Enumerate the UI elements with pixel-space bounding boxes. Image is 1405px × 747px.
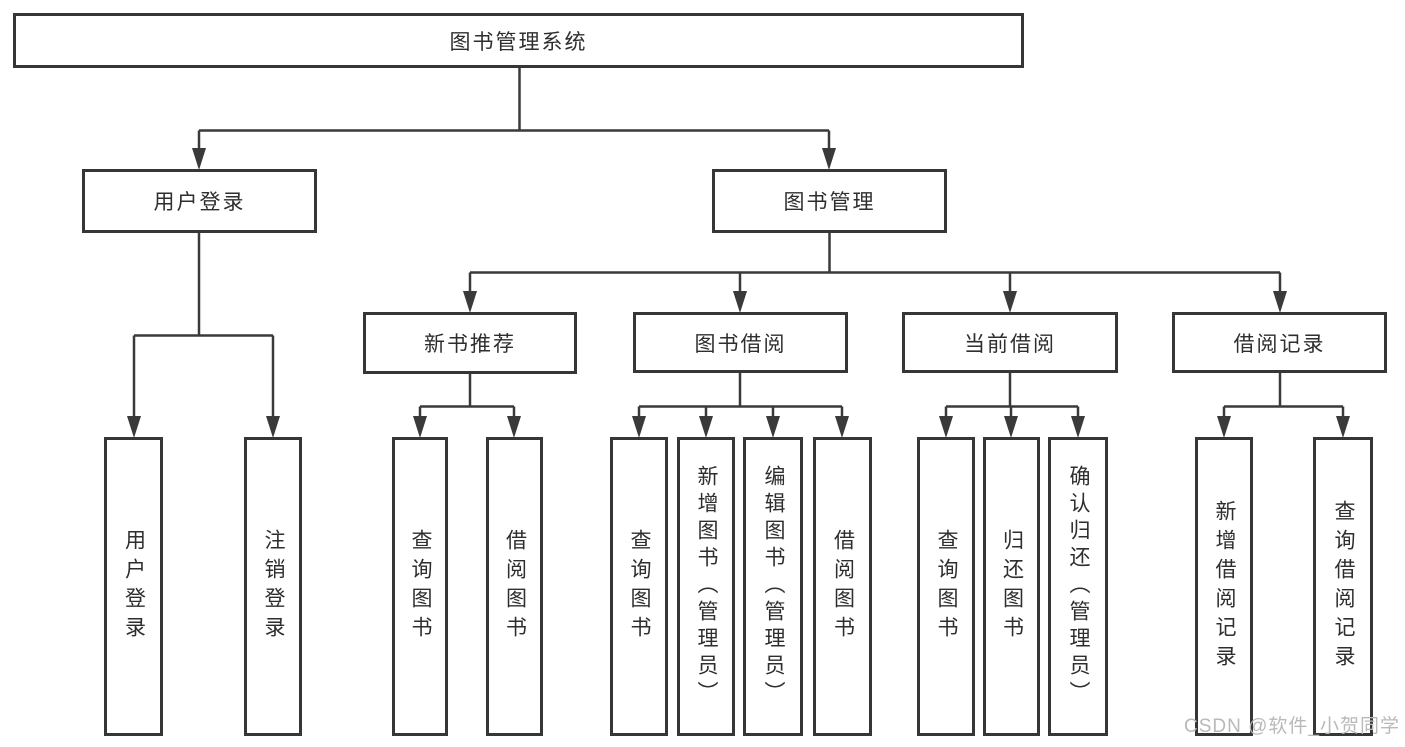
node-root-library-system: 图书管理系统	[13, 13, 1024, 68]
connector-new-book-recommend-children	[413, 374, 521, 438]
leaf-query-books-current: 查询图书	[917, 437, 975, 736]
arrow-down-icon	[1004, 416, 1018, 438]
leaf-borrow-books: 借阅图书	[813, 437, 872, 736]
connector-book-borrow-children	[632, 373, 849, 438]
leaf-add-books-admin: 新增图书（管理员）	[677, 437, 735, 736]
connector-root-to-level2	[192, 68, 836, 170]
connector-user-login-children	[127, 233, 280, 438]
leaf-edit-books-admin: 编辑图书（管理员）	[743, 437, 803, 736]
arrow-down-icon	[413, 416, 427, 438]
arrow-down-icon	[192, 148, 206, 170]
leaf-confirm-return-admin: 确认归还（管理员）	[1048, 437, 1108, 736]
arrow-down-icon	[1071, 416, 1085, 438]
arrow-down-icon	[266, 416, 280, 438]
leaf-logout: 注销登录	[244, 437, 302, 736]
arrow-down-icon	[1003, 291, 1017, 313]
leaf-add-borrow-record: 新增借阅记录	[1195, 437, 1253, 736]
node-new-book-recommend: 新书推荐	[363, 312, 577, 374]
leaf-query-borrow-record: 查询借阅记录	[1313, 437, 1373, 736]
arrow-down-icon	[1217, 416, 1231, 438]
arrow-down-icon	[939, 416, 953, 438]
watermark: CSDN @软件_小贺同学	[1184, 716, 1400, 737]
connector-current-borrow-children	[939, 373, 1085, 438]
arrow-down-icon	[1273, 291, 1287, 313]
leaf-return-books: 归还图书	[983, 437, 1040, 736]
arrow-down-icon	[507, 416, 521, 438]
leaf-borrow-books-recommend: 借阅图书	[486, 437, 543, 736]
node-current-borrow: 当前借阅	[902, 312, 1118, 373]
arrow-down-icon	[699, 416, 713, 438]
arrow-down-icon	[463, 291, 477, 313]
connector-book-management-to-level3	[463, 233, 1287, 313]
arrow-down-icon	[822, 148, 836, 170]
arrow-down-icon	[1336, 416, 1350, 438]
arrow-down-icon	[733, 291, 747, 313]
arrow-down-icon	[766, 416, 780, 438]
node-borrow-records: 借阅记录	[1172, 312, 1387, 373]
node-user-login: 用户登录	[82, 169, 317, 233]
leaf-user-login: 用户登录	[104, 437, 163, 736]
connector-borrow-records-children	[1217, 373, 1350, 438]
arrow-down-icon	[127, 416, 141, 438]
leaf-query-books-recommend: 查询图书	[392, 437, 448, 736]
arrow-down-icon	[835, 416, 849, 438]
leaf-query-books-borrow: 查询图书	[610, 437, 668, 736]
arrow-down-icon	[632, 416, 646, 438]
node-book-borrow: 图书借阅	[633, 312, 848, 373]
node-book-management: 图书管理	[712, 169, 947, 233]
